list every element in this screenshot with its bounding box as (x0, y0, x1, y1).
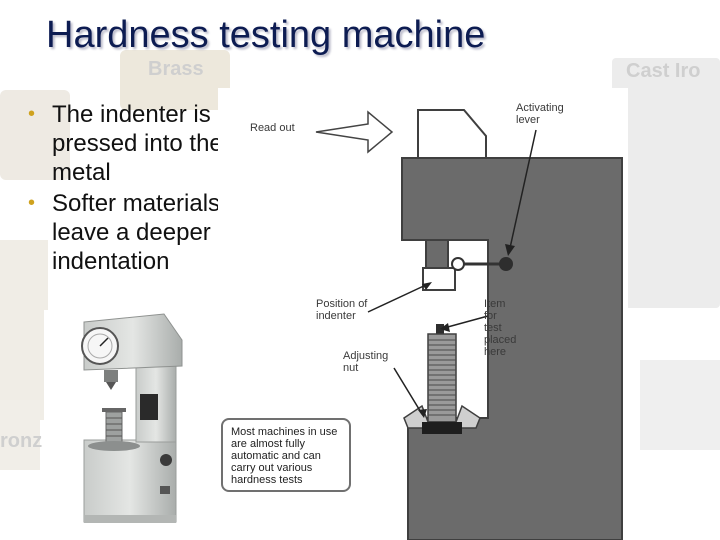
cast-iron-sample-image (612, 58, 720, 308)
item-label-line: test (484, 322, 502, 334)
diagram-drawing (315, 109, 623, 540)
bronze-label: ronz (0, 430, 43, 452)
nut-label-line: nut (343, 362, 359, 374)
brass-label: Brass (148, 58, 204, 80)
readout-housing (417, 109, 487, 159)
bullet-item: • The indenter is pressed into the metal (26, 100, 246, 187)
background-sample-image (640, 360, 720, 450)
slide-title: Hardness testing machine (46, 14, 486, 56)
position-label-line: indenter (316, 310, 356, 322)
note-line: Most machines in use (231, 426, 338, 438)
item-label-line: for (484, 310, 497, 322)
lever-pivot (451, 257, 465, 271)
activating-lever-line: lever (516, 114, 540, 126)
activating-lever-line: Activating (516, 102, 564, 114)
automatic-machines-note: Most machines in use are almost fully au… (221, 418, 351, 492)
position-of-indenter-label: Position of indenter (316, 298, 367, 322)
item-label-line: here (484, 346, 507, 358)
background-sample-image (0, 400, 40, 470)
background-sample-image (0, 240, 48, 420)
note-line: hardness tests (231, 474, 303, 486)
note-line: automatic and can (231, 450, 321, 462)
bullet-list: • The indenter is pressed into the metal… (26, 100, 246, 278)
item-label-line: Item (484, 298, 506, 310)
read-out-label: Read out (250, 122, 295, 134)
bullet-dot-icon: • (28, 192, 36, 214)
bullet-text: The indenter is pressed into the metal (52, 101, 223, 186)
item-label-line: placed (484, 334, 517, 346)
hardness-tester-diagram: Read out Activating lever Position of in… (218, 88, 628, 540)
hardness-tester-photo (44, 310, 220, 530)
position-label-line: Position of (316, 298, 368, 310)
item-for-test-label: Item for test placed here (484, 298, 516, 358)
note-line: carry out various (231, 462, 313, 474)
adjusting-nut-label: Adjusting nut (343, 350, 388, 374)
cast-iron-label: Cast Iro (626, 60, 701, 82)
lever-knob (499, 257, 513, 271)
background-sample-image (0, 90, 70, 180)
bullet-item: • Softer materials leave a deeper indent… (26, 189, 246, 276)
indenter-housing (422, 267, 456, 291)
hardness-tester-illustration (81, 313, 183, 523)
nut-label-line: Adjusting (343, 350, 389, 362)
readout-arrow-icon (315, 110, 394, 154)
bullet-dot-icon: • (28, 103, 36, 125)
bullet-text: Softer materials leave a deeper indentat… (52, 190, 221, 275)
note-line: are almost fully (231, 438, 305, 450)
brass-sample-image (120, 50, 230, 110)
activating-lever-label: Activating lever (516, 102, 564, 126)
